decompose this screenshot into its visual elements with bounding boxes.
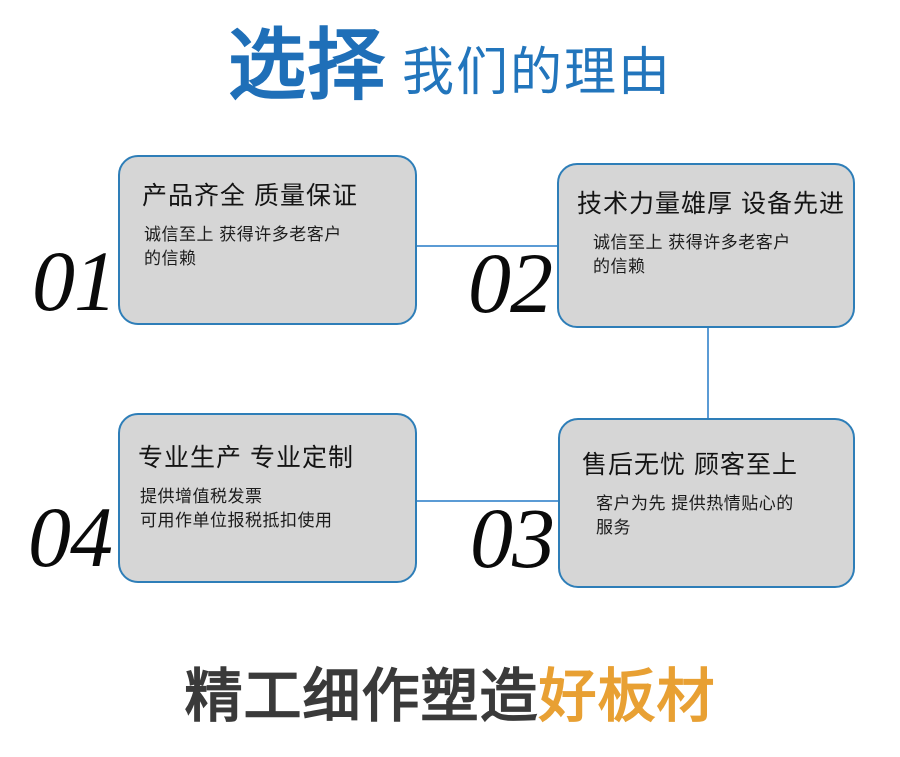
page-title-strong: 选择 [227,21,386,109]
step-number-03: 03 [470,490,555,586]
feature-card-03-content: 售后无忧 顾客至上 客户为先 提供热情贴心的 服务 [582,451,839,541]
feature-card-03[interactable]: 售后无忧 顾客至上 客户为先 提供热情贴心的 服务 [558,418,855,588]
feature-card-04-body: 提供增值税发票 可用作单位报税抵扣使用 [140,485,401,534]
feature-card-02-content: 技术力量雄厚 设备先进 诚信至上 获得许多老客户 的信赖 [577,190,845,280]
feature-card-04-body-line-1: 提供增值税发票 [140,486,263,506]
feature-card-02[interactable]: 技术力量雄厚 设备先进 诚信至上 获得许多老客户 的信赖 [557,163,855,328]
feature-card-01-body-line-1: 诚信至上 获得许多老客户 [144,224,342,244]
footer-tagline: 精工细作塑造好板材 [0,668,900,726]
feature-card-03-title: 售后无忧 顾客至上 [582,451,798,479]
feature-card-04-content: 专业生产 专业定制 提供增值税发票 可用作单位报税抵扣使用 [138,444,401,534]
step-number-01: 01 [32,233,117,329]
feature-card-04-body-line-2: 可用作单位报税抵扣使用 [140,511,333,531]
feature-card-03-body-line-2: 服务 [596,518,631,538]
feature-card-02-body: 诚信至上 获得许多老客户 的信赖 [593,231,839,280]
footer-tagline-accent: 好板材 [538,664,716,729]
page-title-light: 我们的理由 [402,44,673,102]
step-number-04: 04 [28,489,113,585]
step-number-02: 02 [468,235,553,331]
feature-card-01-body: 诚信至上 获得许多老客户 的信赖 [144,223,401,272]
feature-card-02-title: 技术力量雄厚 设备先进 [577,190,845,218]
feature-card-03-body: 客户为先 提供热情贴心的 服务 [596,492,839,541]
feature-card-01-content: 产品齐全 质量保证 诚信至上 获得许多老客户 的信赖 [142,182,401,272]
feature-card-02-body-line-1: 诚信至上 获得许多老客户 [593,232,791,252]
feature-card-01-title: 产品齐全 质量保证 [142,182,358,210]
feature-card-01-body-line-2: 的信赖 [144,249,197,269]
feature-card-02-body-line-2: 的信赖 [593,257,646,277]
feature-card-03-body-line-1: 客户为先 提供热情贴心的 [596,493,794,513]
footer-tagline-dark: 精工细作塑造 [184,664,539,729]
feature-card-04[interactable]: 专业生产 专业定制 提供增值税发票 可用作单位报税抵扣使用 [118,413,417,583]
feature-card-01[interactable]: 产品齐全 质量保证 诚信至上 获得许多老客户 的信赖 [118,155,417,325]
feature-card-04-title: 专业生产 专业定制 [138,444,354,472]
page-title: 选择 我们的理由 [0,26,900,118]
